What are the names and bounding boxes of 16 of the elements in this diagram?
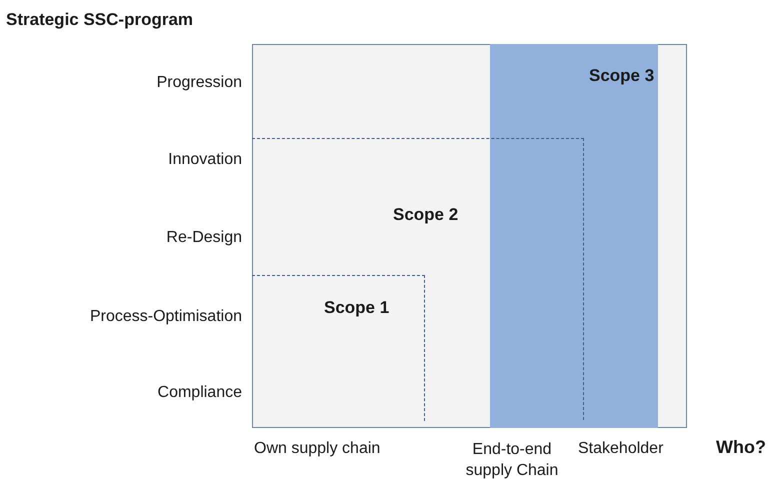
scope-band [490,44,658,428]
axis-label: Re-Design [166,228,242,247]
scope-label: Scope 2 [393,205,458,224]
axis-title: Who? [716,438,766,457]
scope-region [252,138,584,420]
chart-title: Strategic SSC-program [6,10,194,29]
scope-region [252,275,425,421]
axis-label: Process-Optimisation [90,307,242,326]
axis-label: Own supply chain [254,439,380,458]
axis-label: Stakeholder [578,439,664,458]
axis-label: End-to-end supply Chain [464,440,560,479]
axis-label: Compliance [158,383,242,402]
scope-label: Scope 1 [324,298,390,317]
scope-label: Scope 3 [589,66,654,85]
axis-label: Innovation [168,150,242,169]
axis-label: Progression [156,73,242,92]
